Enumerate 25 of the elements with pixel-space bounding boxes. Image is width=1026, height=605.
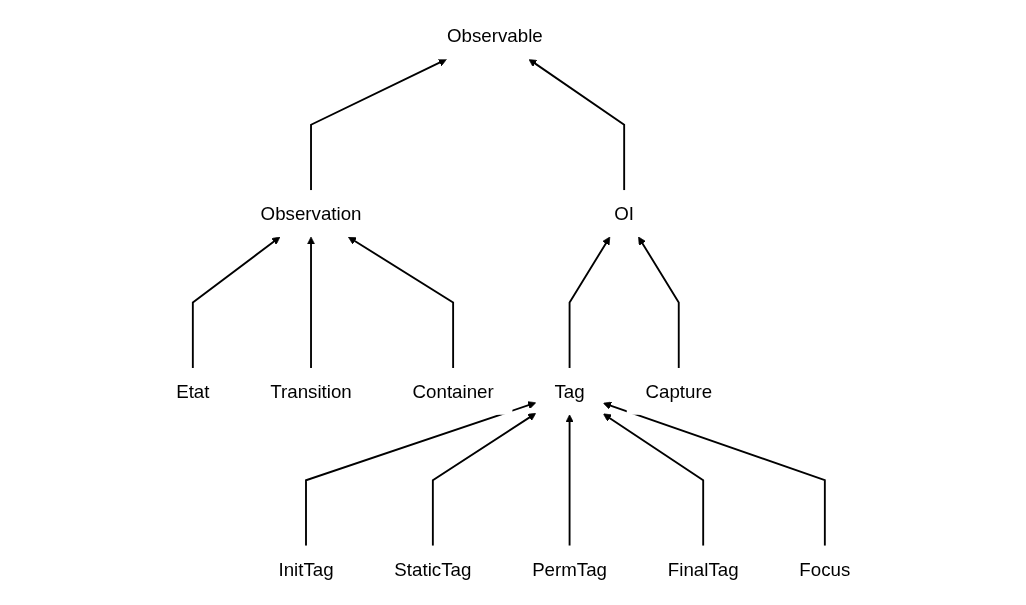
arrow — [528, 58, 625, 192]
arrow — [565, 414, 574, 547]
node-text: OI — [614, 203, 634, 224]
arrow — [602, 413, 704, 547]
arrow — [431, 412, 536, 547]
arrow — [602, 401, 826, 547]
node-text: PermTag — [531, 558, 607, 580]
arrow — [347, 236, 454, 369]
arrow — [309, 58, 447, 192]
node-text: Etat — [175, 381, 210, 402]
node-text: Observation — [260, 203, 362, 224]
arrow — [304, 401, 536, 547]
node-text: Capture — [645, 381, 712, 402]
node-text: InitTag — [278, 558, 334, 580]
node-text: Tag — [554, 381, 585, 402]
arrow — [191, 236, 281, 369]
arrow — [637, 236, 680, 369]
node-text: Focus — [799, 558, 851, 580]
node-text: Observable — [446, 25, 543, 47]
arrow — [568, 236, 610, 369]
node-text: Transition — [270, 381, 352, 402]
arrow — [306, 236, 315, 369]
node-text: FinalTag — [667, 558, 739, 580]
node-text: StaticTag — [394, 558, 472, 580]
node-text: Container — [412, 381, 494, 402]
